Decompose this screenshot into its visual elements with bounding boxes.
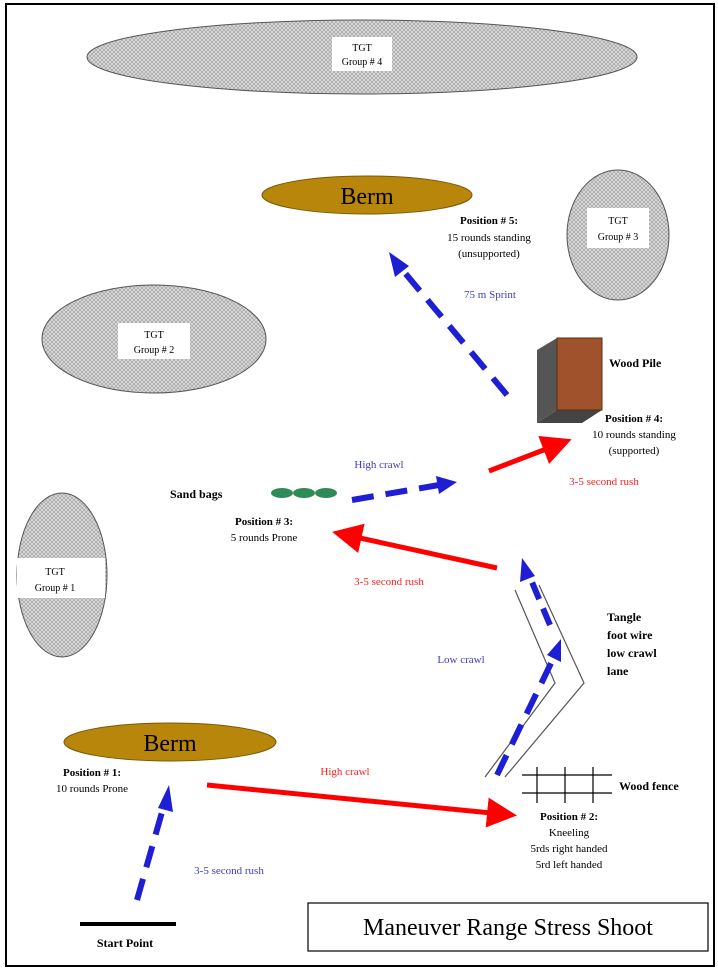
position-title: Position # 2: [540, 811, 598, 823]
start-point-label: Start Point [97, 936, 153, 950]
target-label: TGT [45, 567, 64, 578]
position-detail: 5 rounds Prone [231, 532, 298, 544]
rush-label: 3-5 second rush [354, 576, 424, 588]
high-crawl-arrow-p1-p2 [206, 782, 517, 828]
low-crawl-label: Low crawl [437, 654, 484, 666]
rush-arrow-to-p4 [488, 435, 572, 474]
berm-bottom: Berm [63, 722, 277, 762]
high-crawl-label: High crawl [354, 459, 403, 471]
rush-arrow-to-p3 [332, 523, 498, 571]
berm-label: Berm [340, 184, 394, 210]
position-detail: (supported) [609, 445, 660, 457]
wood-fence: Wood fence [522, 767, 679, 803]
position-5-label: Position # 5: 15 rounds standing (unsupp… [447, 215, 531, 260]
start-point: Start Point [80, 922, 176, 950]
tangle-label: foot wire [607, 628, 653, 642]
position-detail: (unsupported) [458, 248, 520, 260]
position-detail: 15 rounds standing [447, 232, 531, 244]
wood-fence-label: Wood fence [619, 779, 679, 793]
rush-label: 3-5 second rush [194, 865, 264, 877]
target-label: TGT [352, 43, 371, 54]
tangle-foot-lane [484, 584, 585, 778]
range-diagram-frame: TGT Group # 4 TGT Group # 3 TGT Group # … [5, 3, 715, 967]
diagram-title: Maneuver Range Stress Shoot [363, 915, 653, 941]
low-crawl-arrow [494, 558, 561, 777]
wood-pile-label: Wood Pile [609, 356, 662, 370]
sand-bags: Sand bags [170, 487, 337, 501]
target-group-2: TGT Group # 2 [41, 284, 267, 394]
high-crawl-arrow-p3-p4 [351, 476, 457, 503]
berm-top: Berm [261, 175, 473, 215]
diagram-title-box: Maneuver Range Stress Shoot [307, 902, 709, 952]
sprint-label: 75 m Sprint [464, 289, 516, 301]
position-4-label: Position # 4: 10 rounds standing (suppor… [592, 413, 676, 457]
target-label: Group # 4 [342, 57, 383, 68]
position-title: Position # 1: [63, 767, 121, 779]
start-rush-arrow [134, 785, 173, 901]
target-label: TGT [144, 330, 163, 341]
tangle-label: lane [607, 664, 629, 678]
position-detail: 5rds right handed [531, 843, 608, 855]
target-label: TGT [608, 216, 627, 227]
rush-label: 3-5 second rush [569, 476, 639, 488]
berm-label: Berm [143, 731, 197, 757]
range-diagram: TGT Group # 4 TGT Group # 3 TGT Group # … [16, 19, 709, 952]
sprint-arrow [389, 252, 510, 397]
target-label: Group # 3 [598, 232, 639, 243]
target-label: Group # 1 [35, 583, 76, 594]
target-group-3: TGT Group # 3 [566, 169, 670, 301]
target-group-1: TGT Group # 1 [16, 492, 108, 658]
wood-pile: Wood Pile [537, 337, 662, 423]
position-1-label: Position # 1: 10 rounds Prone [56, 767, 128, 795]
tangle-label: low crawl [607, 646, 657, 660]
sand-bags-label: Sand bags [170, 487, 223, 501]
position-3-label: Position # 3: 5 rounds Prone [231, 516, 298, 544]
position-title: Position # 4: [605, 413, 663, 425]
target-group-4: TGT Group # 4 [86, 19, 638, 95]
position-detail: 10 rounds standing [592, 429, 676, 441]
target-label: Group # 2 [134, 345, 175, 356]
position-title: Position # 5: [460, 215, 518, 227]
position-title: Position # 3: [235, 516, 293, 528]
tangle-label: Tangle [607, 610, 642, 624]
position-detail: Kneeling [549, 827, 590, 839]
position-detail: 5rd left handed [536, 859, 603, 871]
position-detail: 10 rounds Prone [56, 783, 128, 795]
high-crawl-label: High crawl [320, 766, 369, 778]
position-2-label: Position # 2: Kneeling 5rds right handed… [531, 811, 608, 871]
